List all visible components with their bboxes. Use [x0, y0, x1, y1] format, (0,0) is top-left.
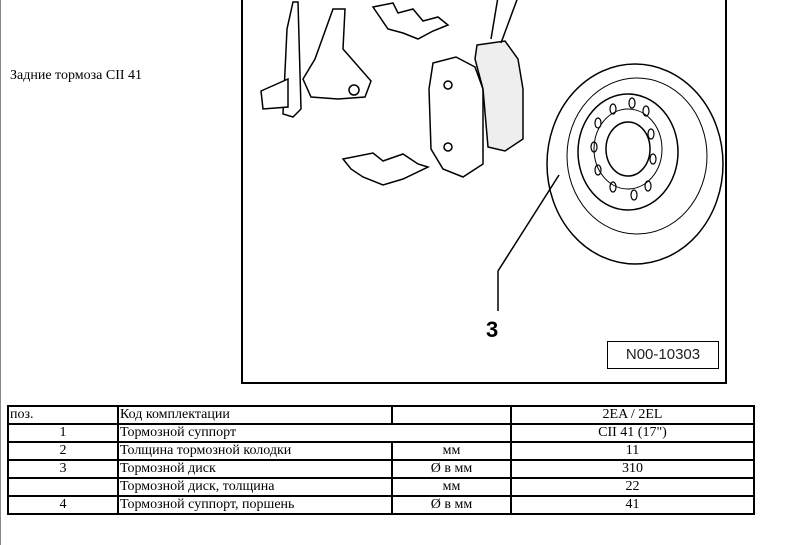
cell-name: Толщина тормозной колодки — [117, 441, 393, 461]
cell-unit: Ø в мм — [391, 459, 512, 479]
table-row: Тормозной диск, толщина мм 22 — [7, 477, 755, 497]
cell-unit: мм — [391, 441, 512, 461]
cell-pos — [7, 477, 119, 497]
cell-value: 310 — [510, 459, 755, 479]
table-row: 2 Толщина тормозной колодки мм 11 — [7, 441, 755, 461]
cell-pos: 2 — [7, 441, 119, 461]
figure-caption: Задние тормоза CII 41 — [10, 68, 143, 83]
page-edge — [0, 0, 1, 545]
header-pos: поз. — [7, 405, 119, 425]
table-row: 1 Тормозной суппорт CII 41 (17") — [7, 423, 755, 443]
cell-pos: 3 — [7, 459, 119, 479]
cell-value: CII 41 (17") — [510, 423, 755, 443]
cell-name: Тормозной диск, толщина — [117, 477, 393, 497]
brake-diagram: 3 N00-10303 — [241, 0, 727, 384]
table-header-row: поз. Код комплектации 2EA / 2EL — [7, 405, 755, 425]
header-value: 2EA / 2EL — [510, 405, 755, 425]
cell-name: Тормозной диск — [117, 459, 393, 479]
brake-illustration — [260, 0, 724, 311]
header-unit — [391, 405, 512, 425]
cell-name: Тормозной суппорт, поршень — [117, 495, 393, 515]
cell-pos: 4 — [7, 495, 119, 515]
cell-name: Тормозной суппорт — [117, 423, 512, 443]
cell-value: 41 — [510, 495, 755, 515]
cell-unit: Ø в мм — [391, 495, 512, 515]
cell-pos: 1 — [7, 423, 119, 443]
spec-table: поз. Код комплектации 2EA / 2EL 1 Тормоз… — [7, 405, 755, 515]
cell-unit: мм — [391, 477, 512, 497]
header-code: Код комплектации — [117, 405, 393, 425]
callout-3: 3 — [486, 317, 499, 342]
cell-value: 11 — [510, 441, 755, 461]
table-row: 4 Тормозной суппорт, поршень Ø в мм 41 — [7, 495, 755, 515]
figure-id-label: N00-10303 — [607, 341, 719, 369]
table-row: 3 Тормозной диск Ø в мм 310 — [7, 459, 755, 479]
cell-value: 22 — [510, 477, 755, 497]
